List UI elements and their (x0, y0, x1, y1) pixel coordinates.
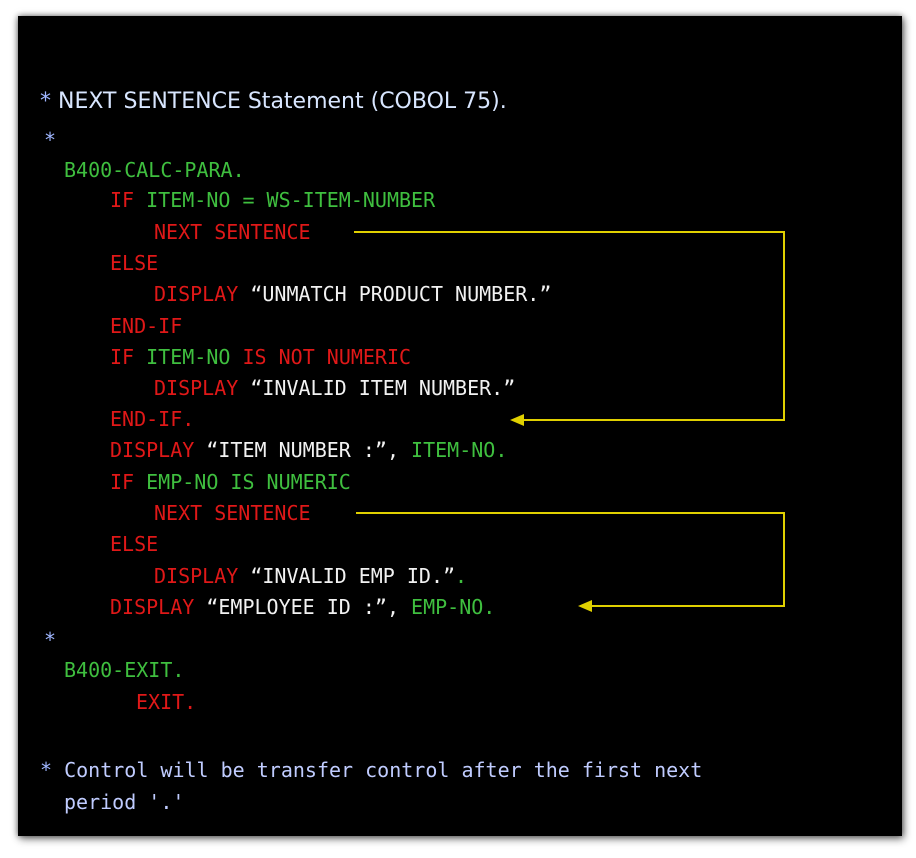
code-panel (18, 16, 902, 836)
keyword-is-not-numeric: IS NOT NUMERIC (242, 345, 412, 369)
code-line-display2: DISPLAY “INVALID ITEM NUMBER.” (154, 376, 515, 400)
keyword-if: IF (110, 345, 135, 369)
string-literal: “UNMATCH PRODUCT NUMBER.” (250, 282, 552, 306)
code-line-if1: IF ITEM-NO = WS-ITEM-NUMBER (110, 188, 435, 212)
code-line-display3: DISPLAY “ITEM NUMBER :”, ITEM-NO. (110, 438, 507, 462)
paragraph-name: B400-EXIT. (64, 658, 185, 682)
keyword-display: DISPLAY (154, 564, 239, 588)
comment-star: * (44, 628, 57, 652)
identifier: EMP-NO. (411, 595, 496, 619)
code-line-if3: IF EMP-NO IS NUMERIC (110, 470, 351, 494)
keyword-exit: EXIT. (136, 690, 197, 714)
keyword-end-if: END-IF. (110, 407, 195, 431)
string-literal: “INVALID EMP ID.” (250, 564, 456, 588)
keyword-if: IF (110, 470, 135, 494)
footer-comment-text: Control will be transfer control after t… (64, 758, 703, 782)
paragraph-name: B400-CALC-PARA. (64, 158, 245, 182)
keyword-if: IF (110, 188, 135, 212)
keyword-display: DISPLAY (154, 376, 239, 400)
header-line: * NEXT SENTENCE Statement (COBOL 75). (40, 66, 507, 114)
header-title: NEXT SENTENCE Statement (COBOL 75). (58, 89, 507, 114)
condition: EMP-NO IS NUMERIC (146, 470, 351, 494)
footer-comment-line1: * Control will be transfer control after… (40, 758, 702, 782)
condition: ITEM-NO = WS-ITEM-NUMBER (146, 188, 436, 212)
string-literal: “INVALID ITEM NUMBER.” (250, 376, 516, 400)
code-line-display1: DISPLAY “UNMATCH PRODUCT NUMBER.” (154, 282, 551, 306)
keyword-next-sentence: NEXT SENTENCE (154, 220, 311, 244)
code-line-if2: IF ITEM-NO IS NOT NUMERIC (110, 345, 411, 369)
code-line-display5: DISPLAY “EMPLOYEE ID :”, EMP-NO. (110, 595, 495, 619)
keyword-display: DISPLAY (110, 438, 195, 462)
keyword-else: ELSE (110, 251, 159, 275)
comment-star: * (40, 89, 51, 114)
keyword-display: DISPLAY (110, 595, 195, 619)
keyword-end-if: END-IF (110, 314, 183, 338)
string-literal: “EMPLOYEE ID :”, (206, 595, 399, 619)
code-line-display4: DISPLAY “INVALID EMP ID.”. (154, 564, 467, 588)
comment-star: * (40, 758, 53, 782)
keyword-next-sentence: NEXT SENTENCE (154, 501, 311, 525)
identifier: ITEM-NO. (411, 438, 508, 462)
period: . (455, 564, 468, 588)
string-literal: “ITEM NUMBER :”, (206, 438, 399, 462)
identifier: ITEM-NO (146, 345, 231, 369)
keyword-display: DISPLAY (154, 282, 239, 306)
footer-comment-line2: period '.' (64, 790, 185, 814)
keyword-else: ELSE (110, 532, 159, 556)
comment-star: * (44, 128, 57, 152)
